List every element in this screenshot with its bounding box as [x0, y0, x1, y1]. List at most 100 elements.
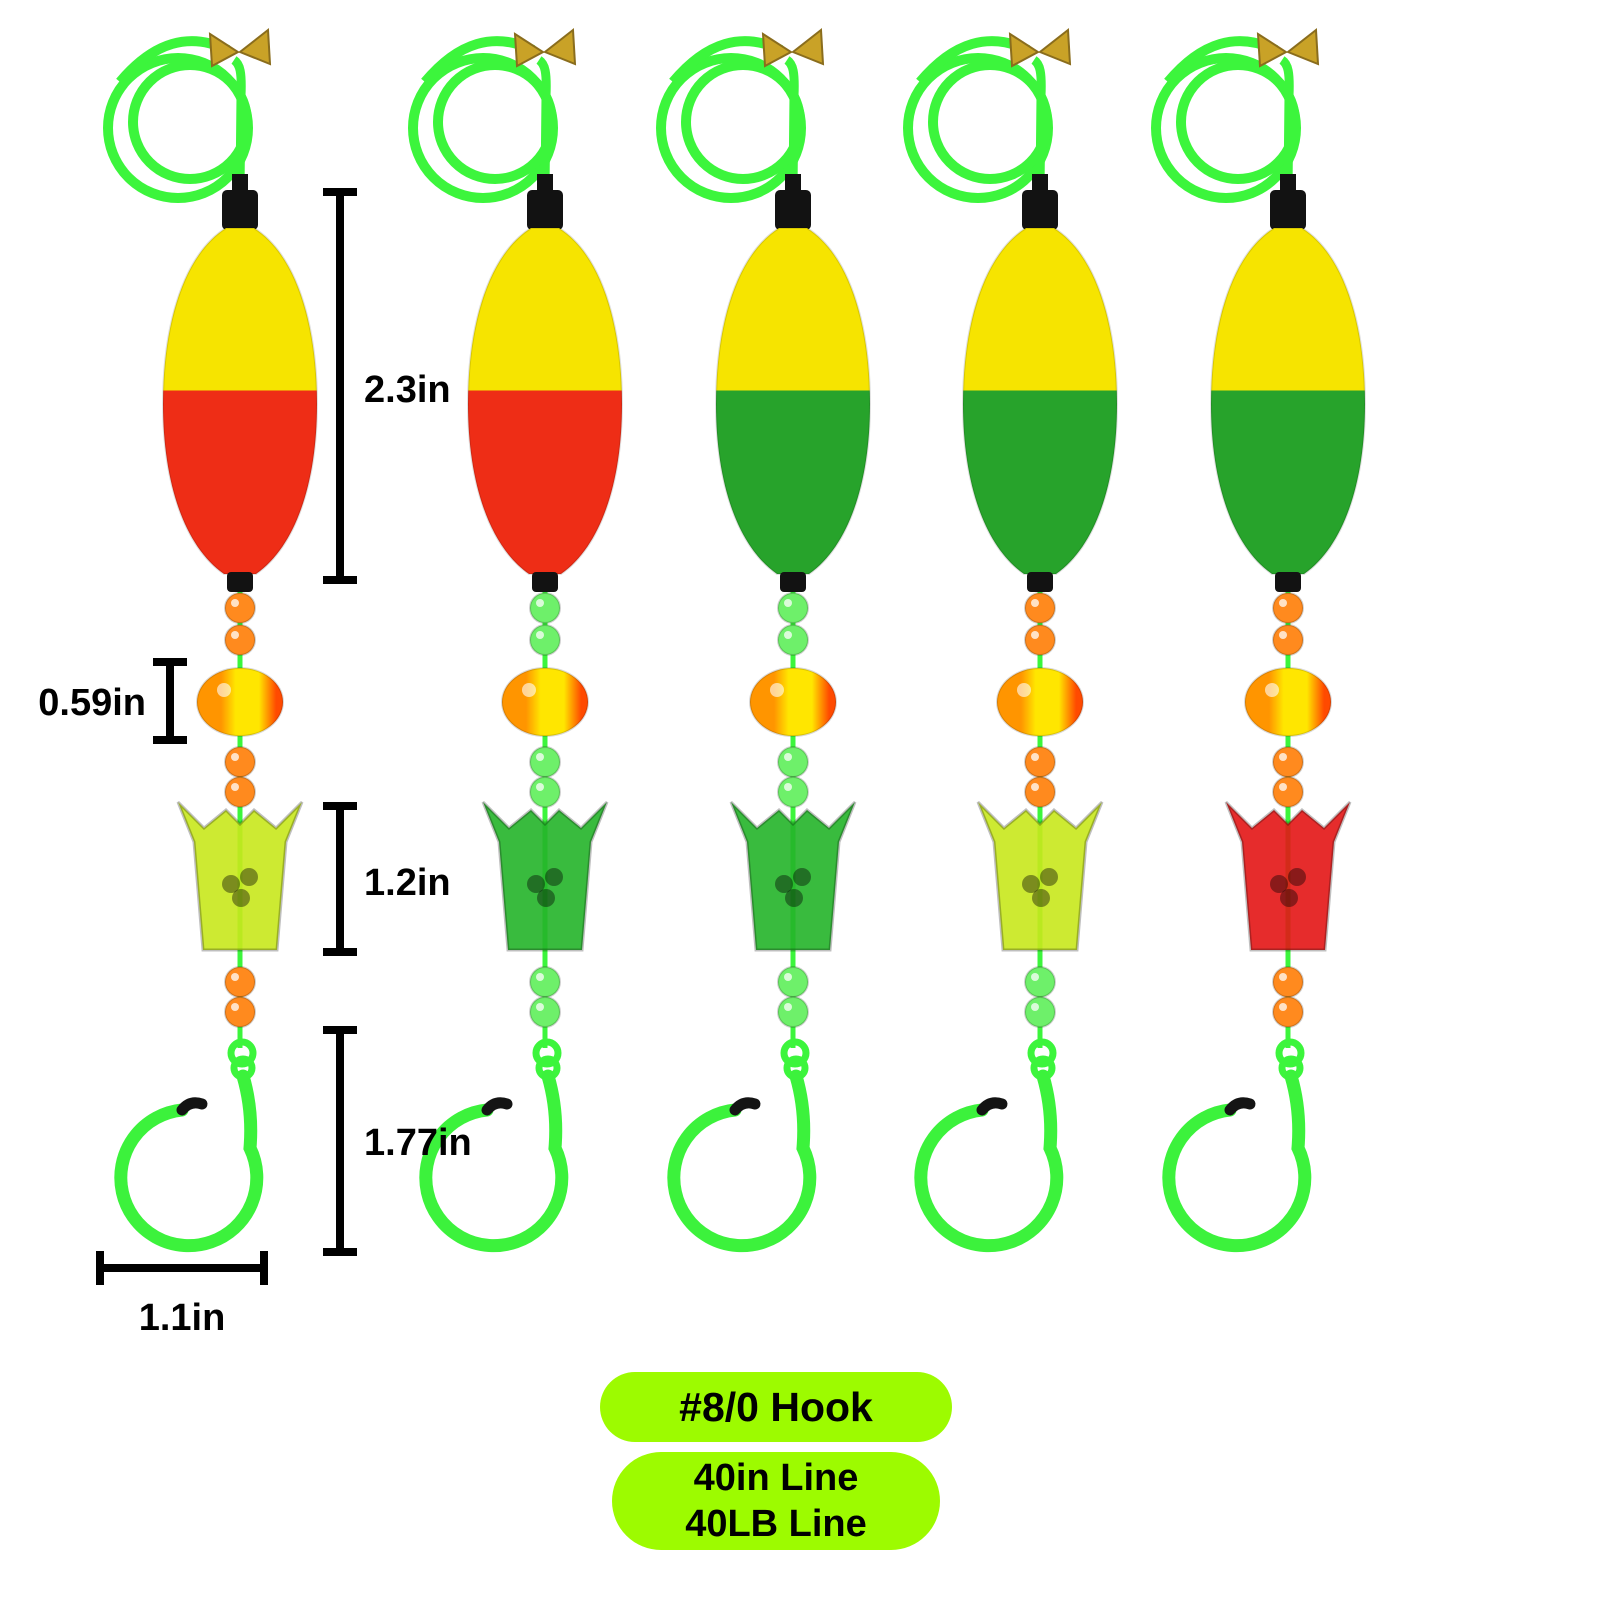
- rig-4-yellow-green-chartreuse-cone: [903, 28, 1119, 1253]
- line-coil: [656, 36, 806, 203]
- dimension-float-length: 2.3in: [323, 188, 451, 584]
- bead: [1024, 624, 1056, 656]
- circle-hook: [914, 1069, 1064, 1253]
- rig-5-yellow-green-red-cone: [1151, 28, 1367, 1253]
- line-coil: [903, 36, 1053, 203]
- swivel-clip-icon: [761, 28, 825, 68]
- circle-hook: [667, 1069, 817, 1253]
- dimension-cone-length: 1.2in: [323, 802, 451, 956]
- swivel-clip-icon: [208, 28, 272, 68]
- float-cap: [1270, 190, 1306, 230]
- dimension-hook-length: 1.77in: [323, 1026, 472, 1256]
- bead: [777, 592, 809, 624]
- swivel-clip-icon: [513, 28, 577, 68]
- bead: [224, 592, 256, 624]
- bead: [224, 996, 256, 1028]
- swivel-clip-icon: [1256, 28, 1320, 68]
- hook-point: [1224, 1097, 1256, 1116]
- bead: [1272, 776, 1304, 808]
- bead: [529, 966, 561, 998]
- dimension-rattle-length: 0.59in: [38, 658, 187, 744]
- line-spec-badge: 40in Line 40LB Line: [612, 1452, 940, 1550]
- float-cap-knob: [1032, 174, 1048, 192]
- bead: [529, 996, 561, 1028]
- bead: [529, 592, 561, 624]
- bead: [777, 624, 809, 656]
- popping-cone: [729, 800, 857, 952]
- bead: [1272, 592, 1304, 624]
- bead: [224, 746, 256, 778]
- float-cap-knob: [537, 174, 553, 192]
- float-body: [1209, 227, 1367, 575]
- bead: [1024, 966, 1056, 998]
- float-length-label: 2.3in: [364, 369, 451, 411]
- line-coil: [103, 36, 253, 203]
- rattle-bead: [501, 667, 589, 737]
- hook-size-badge: #8/0 Hook: [600, 1372, 952, 1442]
- hook-point: [729, 1097, 761, 1116]
- hook-point: [176, 1097, 208, 1116]
- circle-hook: [114, 1069, 264, 1253]
- float-bottom-cap: [1027, 572, 1053, 592]
- hook-width-label: 1.1in: [139, 1297, 226, 1339]
- dimension-hook-width: 1.1in: [96, 1251, 268, 1339]
- bead: [777, 966, 809, 998]
- bead: [777, 996, 809, 1028]
- popping-cone: [976, 800, 1104, 952]
- bead: [1272, 624, 1304, 656]
- bead: [1024, 592, 1056, 624]
- line-coil: [408, 36, 558, 203]
- float-cap: [222, 190, 258, 230]
- bead: [529, 776, 561, 808]
- line-length-text: 40in Line: [693, 1457, 859, 1499]
- swivel-clip-icon: [1008, 28, 1072, 68]
- hook-length-label: 1.77in: [364, 1122, 472, 1164]
- rattle-bead-highlight: [770, 683, 784, 697]
- float-body: [466, 227, 624, 575]
- circle-hook: [1162, 1069, 1312, 1253]
- float-cap-knob: [232, 174, 248, 192]
- float-cap-knob: [785, 174, 801, 192]
- rattle-bead: [1244, 667, 1332, 737]
- rattle-bead-highlight: [522, 683, 536, 697]
- rig-2-yellow-red-green-cone: [408, 28, 624, 1253]
- float-cap: [1022, 190, 1058, 230]
- rattle-bead-highlight: [1017, 683, 1031, 697]
- float-cap-knob: [1280, 174, 1296, 192]
- hook-point: [481, 1097, 513, 1116]
- float-body: [161, 227, 319, 575]
- bead: [224, 776, 256, 808]
- float-cap: [527, 190, 563, 230]
- bead: [529, 746, 561, 778]
- bead: [1024, 776, 1056, 808]
- float-bottom-cap: [227, 572, 253, 592]
- circle-hook: [419, 1069, 569, 1253]
- rattle-bead-highlight: [217, 683, 231, 697]
- float-bottom-cap: [780, 572, 806, 592]
- popping-cone: [176, 800, 304, 952]
- rig-3-yellow-green-green-cone: [656, 28, 872, 1253]
- hook-point: [976, 1097, 1008, 1116]
- rattle-bead: [996, 667, 1084, 737]
- rattle-length-label: 0.59in: [38, 682, 146, 724]
- bead: [529, 624, 561, 656]
- float-bottom-cap: [1275, 572, 1301, 592]
- hook-size-text: #8/0 Hook: [679, 1383, 873, 1430]
- rattle-bead: [749, 667, 837, 737]
- float-body: [714, 227, 872, 575]
- bead: [224, 966, 256, 998]
- rattle-bead-highlight: [1265, 683, 1279, 697]
- bead: [224, 624, 256, 656]
- bead: [1272, 746, 1304, 778]
- popping-cone: [481, 800, 609, 952]
- line-strength-text: 40LB Line: [685, 1503, 867, 1545]
- bead: [777, 746, 809, 778]
- bead: [1024, 746, 1056, 778]
- bead: [1272, 966, 1304, 998]
- bead: [1272, 996, 1304, 1028]
- float-cap: [775, 190, 811, 230]
- float-bottom-cap: [532, 572, 558, 592]
- popping-cone: [1224, 800, 1352, 952]
